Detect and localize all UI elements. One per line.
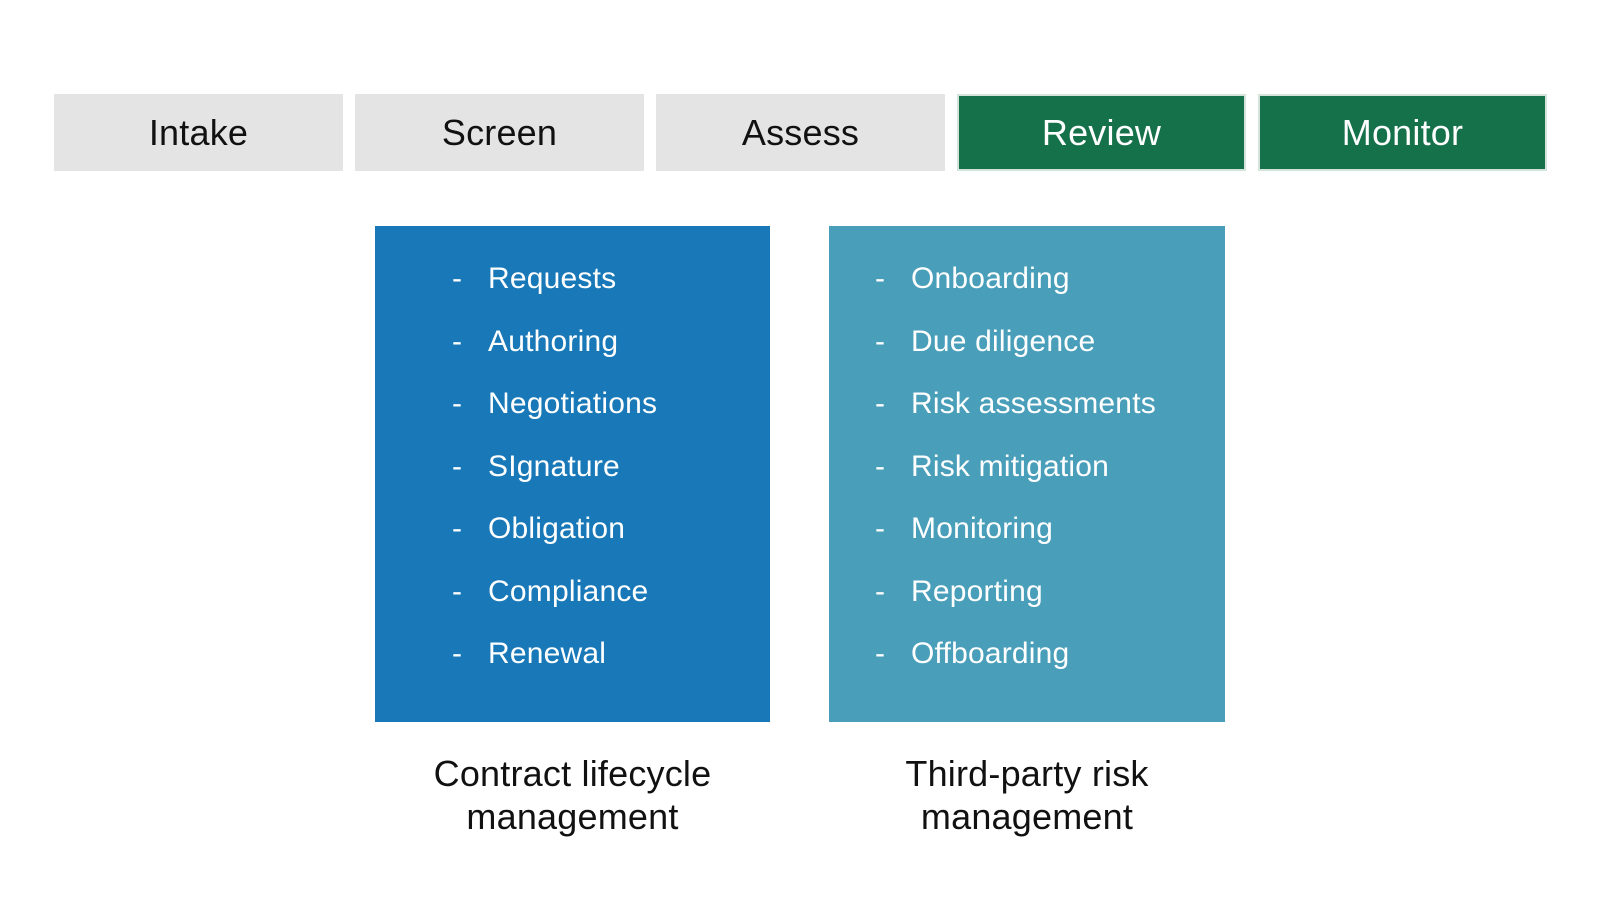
list-item: - Reporting [829,561,1225,624]
clm-panel: - Requests - Authoring - Negotiations - … [375,226,770,722]
list-item: - Negotiations [375,373,770,436]
list-item: - SIgnature [375,436,770,499]
list-item: - Compliance [375,561,770,624]
stage-button-intake[interactable]: Intake [54,94,343,171]
clm-list: - Requests - Authoring - Negotiations - … [375,226,770,686]
list-item-label: Compliance [488,574,649,608]
list-item: - Obligation [375,498,770,561]
stage-button-review[interactable]: Review [957,94,1246,171]
dash-bullet: - [875,262,886,296]
list-item: - Monitoring [829,498,1225,561]
stage-button-monitor[interactable]: Monitor [1258,94,1547,171]
stage-button-screen[interactable]: Screen [355,94,644,171]
dash-bullet: - [875,324,886,358]
list-item: - Renewal [375,623,770,686]
list-item-label: Renewal [488,637,607,671]
list-item-label: Negotiations [488,387,658,421]
dash-bullet: - [875,387,886,421]
list-item-label: Authoring [488,324,619,358]
list-item: - Risk assessments [829,373,1225,436]
list-item: - Risk mitigation [829,436,1225,499]
dash-bullet: - [875,449,886,483]
tprm-panel: - Onboarding - Due diligence - Risk asse… [829,226,1225,722]
list-item: - Authoring [375,311,770,374]
tprm-list: - Onboarding - Due diligence - Risk asse… [829,226,1225,686]
list-item-label: Risk assessments [911,387,1156,421]
list-item-label: Due diligence [911,324,1096,358]
stage-button-assess[interactable]: Assess [656,94,945,171]
list-item-label: Obligation [488,512,626,546]
panel-caption-tprm: Third-party risk management [905,753,1149,837]
list-item: - Requests [375,248,770,311]
list-item-label: Offboarding [911,637,1070,671]
list-item-label: Monitoring [911,512,1054,546]
dash-bullet: - [875,512,886,546]
dash-bullet: - [452,449,463,483]
list-item-label: SIgnature [488,449,620,483]
dash-bullet: - [452,387,463,421]
list-item-label: Reporting [911,574,1043,608]
dash-bullet: - [452,512,463,546]
dash-bullet: - [452,637,463,671]
dash-bullet: - [875,574,886,608]
panel-caption-clm: Contract lifecycle management [433,753,712,837]
dash-bullet: - [452,262,463,296]
list-item: - Due diligence [829,311,1225,374]
list-item: - Onboarding [829,248,1225,311]
list-item-label: Onboarding [911,262,1070,296]
list-item-label: Requests [488,262,617,296]
dash-bullet: - [875,637,886,671]
dash-bullet: - [452,574,463,608]
dash-bullet: - [452,324,463,358]
list-item-label: Risk mitigation [911,449,1110,483]
list-item: - Offboarding [829,623,1225,686]
